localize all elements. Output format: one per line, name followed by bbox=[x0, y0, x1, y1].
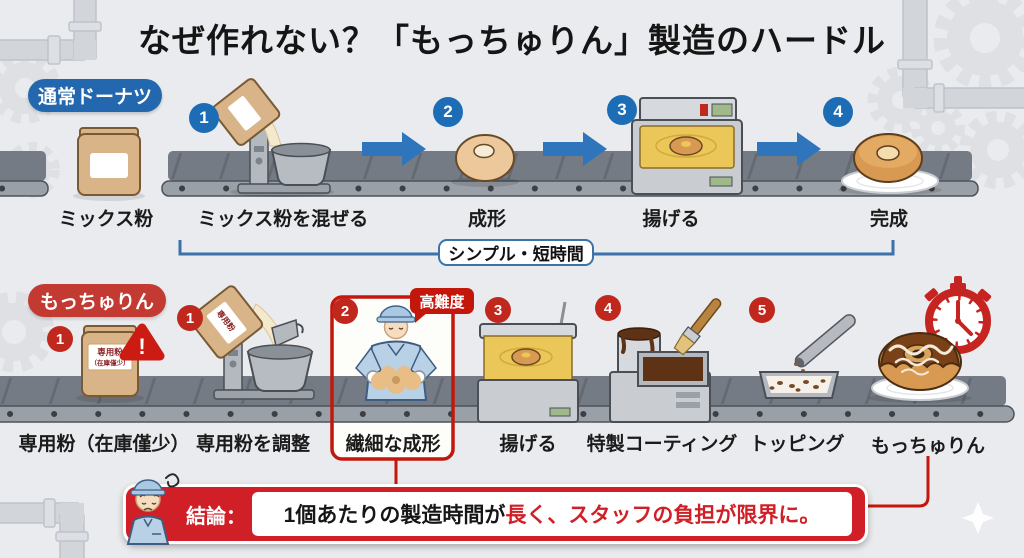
difficulty-step-border bbox=[330, 295, 455, 461]
step-number-badge: 1 bbox=[177, 305, 203, 331]
caption-coating: 特製コーティング bbox=[586, 434, 738, 455]
step-number-badge: 2 bbox=[332, 298, 358, 324]
tray-sprinkles bbox=[769, 379, 826, 392]
finished-donut-plate bbox=[838, 133, 942, 195]
stopwatch-icon bbox=[924, 276, 992, 354]
caption-mocchurin: もっちゅりん bbox=[870, 436, 985, 457]
conclusion-connectors bbox=[394, 456, 930, 508]
fryer-machine-mocchurin bbox=[477, 301, 579, 423]
tired-worker-avatar bbox=[126, 473, 180, 545]
page-title: なぜ作れない？「もっちゅりん」製造のハードル bbox=[138, 22, 886, 59]
plain-donut bbox=[451, 134, 519, 187]
step-number-badge: 5 bbox=[749, 297, 775, 323]
step-number-badge: 4 bbox=[823, 97, 853, 127]
step-number-badge: 1 bbox=[47, 326, 73, 352]
caption-delicate-form: 繊細な成形 bbox=[345, 434, 441, 455]
step-number-badge: 2 bbox=[433, 97, 463, 127]
difficulty-badge: 高難度 bbox=[410, 288, 474, 323]
bag-label-line1: 専用粉 bbox=[97, 347, 123, 357]
bag-label-line2: （在庫僅少） bbox=[91, 358, 130, 367]
conclusion-text-box: 1個あたりの製造時間が長く、スタッフの負担が限界に。 bbox=[252, 492, 852, 536]
conclusion-label: 結論： bbox=[186, 505, 246, 528]
mocchurin-label: もっちゅりん bbox=[28, 284, 166, 317]
caption-special-flour: 専用粉（在庫僅少） bbox=[18, 434, 190, 455]
summary-bracket bbox=[178, 240, 895, 256]
caption-adjust-flour: 専用粉を調整 bbox=[195, 434, 310, 455]
summary-label: シンプル・短時間 bbox=[438, 239, 594, 266]
arrow-icon bbox=[757, 132, 821, 166]
caption-frying: 揚げる bbox=[642, 209, 700, 230]
mocchurin-donut-plate bbox=[868, 332, 972, 403]
conclusion-text-red: 長く、スタッフの負担が限界に。 bbox=[505, 504, 821, 527]
caption-mix-flour: ミックス粉 bbox=[58, 209, 154, 230]
step-number-badge: 4 bbox=[595, 295, 621, 321]
step-number-badge: 1 bbox=[189, 103, 219, 133]
mocchurin-dough bbox=[371, 366, 421, 394]
step-number-badge: 3 bbox=[607, 95, 637, 125]
fryer-machine-normal bbox=[631, 97, 743, 195]
conclusion-banner: 結論： 1個あたりの製造時間が長く、スタッフの負担が限界に。 bbox=[123, 484, 868, 544]
worker-forming bbox=[355, 305, 437, 401]
caption-mix-step: ミックス粉を混ぜる bbox=[197, 209, 369, 230]
coating-machine bbox=[609, 298, 722, 423]
warning-exclamation: ! bbox=[138, 334, 145, 359]
step-number-badge: 3 bbox=[485, 297, 511, 323]
mixer-machine-mocchurin: 専用粉 bbox=[188, 285, 315, 400]
topping-tube bbox=[794, 314, 856, 368]
mix-flour-bag bbox=[73, 127, 145, 201]
caption-forming: 成形 bbox=[467, 209, 506, 230]
dizzy-swirl-icon bbox=[165, 473, 180, 488]
measuring-cup bbox=[271, 318, 304, 348]
pouring-special-bag: 専用粉 bbox=[188, 285, 264, 359]
conclusion-text-black: 1個あたりの製造時間が bbox=[283, 504, 506, 527]
caption-topping: トッピング bbox=[749, 434, 845, 455]
pouring-bag bbox=[211, 78, 281, 146]
sparkle-decoration bbox=[962, 502, 994, 534]
mixer-machine-normal bbox=[211, 78, 334, 197]
arrow-icon bbox=[362, 132, 426, 166]
arrow-icon bbox=[543, 132, 607, 166]
warning-triangle-icon: ! bbox=[119, 323, 165, 361]
topping-station bbox=[758, 314, 856, 399]
normal-donut-label: 通常ドーナツ bbox=[28, 79, 162, 112]
flow-arrows bbox=[362, 132, 821, 166]
caption-frying-2: 揚げる bbox=[499, 434, 557, 455]
caption-complete: 完成 bbox=[869, 209, 908, 230]
coating-brush bbox=[673, 298, 722, 356]
